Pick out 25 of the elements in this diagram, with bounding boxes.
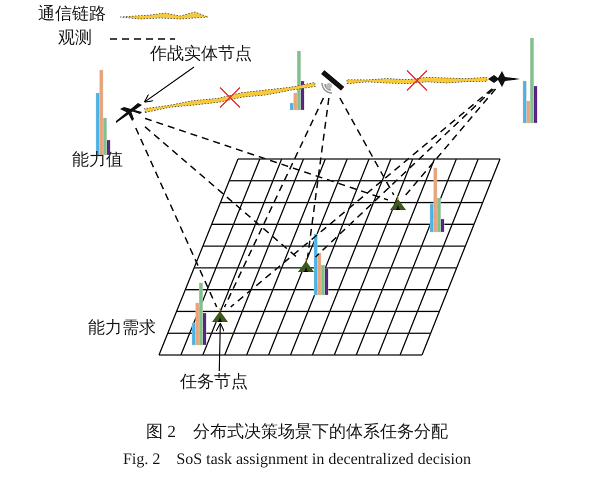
- communication-link: [346, 76, 488, 84]
- tent-icon: [211, 308, 230, 323]
- connector: [144, 66, 194, 103]
- observation-line: [339, 98, 394, 196]
- tent-icon: [297, 258, 316, 273]
- caption: Fig. 2 SoS task assignment in decentralized decision: [123, 450, 471, 470]
- observation-line: [230, 88, 492, 308]
- observation-line: [144, 118, 388, 201]
- observation-line: [314, 88, 494, 258]
- observation-line: [306, 98, 330, 258]
- observation-line: [224, 98, 324, 308]
- observation-line: [135, 128, 218, 308]
- observation-line: [144, 126, 298, 258]
- node-label: 作战实体节点: [150, 44, 272, 66]
- connector: [216, 322, 225, 372]
- communication-link: [144, 82, 316, 113]
- caption: 图 2 分布式决策场景下的体系任务分配: [146, 422, 448, 442]
- legend-text: 通信链路: [38, 4, 106, 24]
- jet-icon: [488, 70, 520, 88]
- tent-icon: [389, 196, 408, 211]
- part-label: 能力需求: [88, 318, 156, 338]
- observation-line: [405, 88, 496, 196]
- part-label: 能力值: [72, 150, 123, 170]
- node-label: 任务节点: [180, 372, 258, 394]
- legend-text: 观测: [58, 28, 92, 48]
